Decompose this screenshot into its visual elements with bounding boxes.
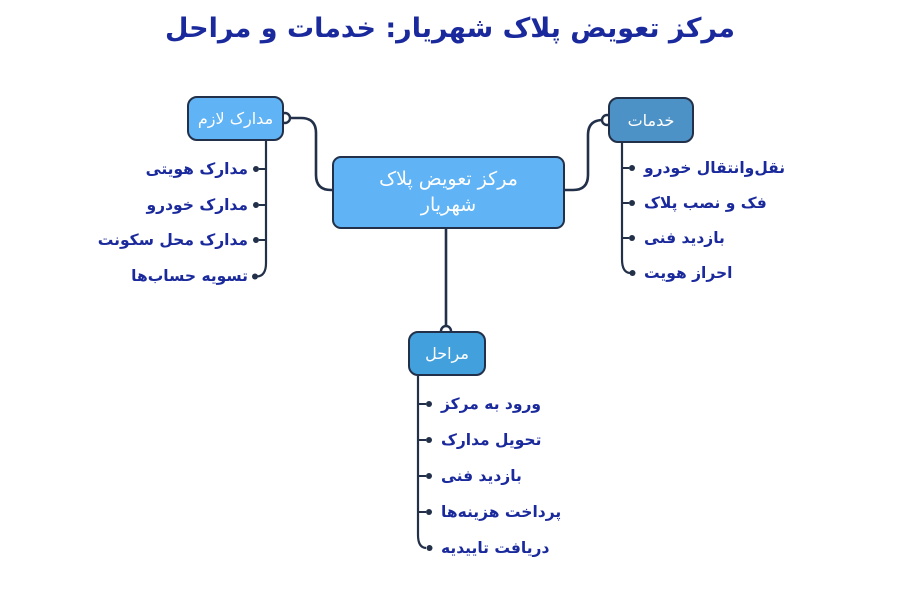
item-dot	[426, 437, 432, 443]
documents-item-2: مدارک خودرو	[146, 196, 248, 214]
documents-branch-line	[256, 140, 268, 278]
item-dot	[629, 200, 635, 206]
item-dot	[253, 166, 259, 172]
services-item-1: نقل‌وانتقال خودرو	[644, 159, 786, 177]
steps-node: مراحل	[408, 331, 486, 376]
item-dot	[252, 273, 258, 280]
services-node-label: خدمات	[627, 110, 675, 130]
connector-left	[285, 116, 334, 192]
steps-node-label: مراحل	[425, 344, 469, 363]
diagram-title: مرکز تعویض پلاک شهریار: خدمات و مراحل	[165, 13, 735, 44]
services-item-2: فک و نصب پلاک	[644, 194, 767, 212]
services-branch-line	[620, 143, 631, 275]
item-dot	[253, 237, 259, 243]
item-dot	[629, 235, 635, 241]
center-node-label: مرکز تعویض پلاک شهریار	[379, 167, 518, 216]
documents-item-4: تسویه حساب‌ها	[131, 267, 248, 285]
item-dot	[426, 473, 432, 479]
services-item-4: احراز هویت	[644, 264, 733, 282]
steps-item-4: پرداخت هزینه‌ها	[441, 503, 562, 521]
item-dot	[426, 509, 432, 515]
services-node: خدمات	[608, 97, 694, 143]
documents-node-label: مدارک لازم	[197, 109, 274, 128]
steps-branch-line	[416, 376, 427, 550]
services-item-3: بازدید فنی	[644, 229, 725, 247]
steps-item-3: بازدید فنی	[441, 467, 522, 485]
documents-node: مدارک لازم	[187, 96, 284, 141]
item-dot	[629, 270, 636, 276]
steps-item-1: ورود به مرکز	[441, 395, 542, 413]
connector-right	[563, 118, 606, 192]
item-dot	[629, 165, 635, 171]
center-node: مرکز تعویض پلاک شهریار	[332, 156, 565, 229]
documents-item-3: مدارک محل سکونت	[97, 231, 248, 249]
item-dot	[253, 202, 259, 208]
item-dot	[426, 545, 433, 551]
steps-item-5: دریافت تاییدیه	[441, 539, 550, 557]
item-dot	[426, 401, 432, 407]
steps-item-2: تحویل مدارک	[441, 431, 542, 449]
documents-item-1: مدارک هویتی	[145, 160, 248, 178]
